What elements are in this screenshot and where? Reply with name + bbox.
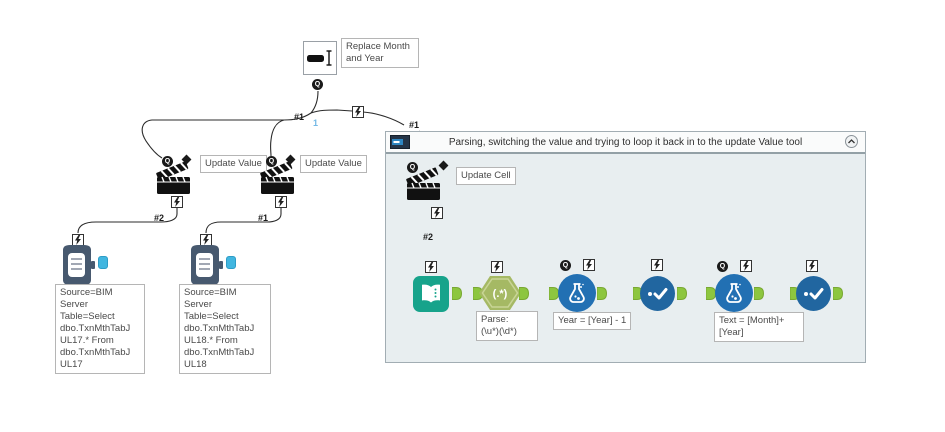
lightning-icon (203, 235, 209, 245)
lightning-icon (494, 262, 500, 272)
text-box-icon (307, 50, 332, 66)
action-output-lightning-anchor[interactable] (171, 196, 183, 208)
formula-tool-year[interactable] (558, 274, 596, 312)
input-data-tool-ul17[interactable] (58, 244, 96, 286)
clapperboard-icon (156, 161, 190, 194)
action-output-lightning-anchor[interactable] (431, 207, 443, 219)
question-anchor[interactable]: Q (560, 260, 571, 271)
collapse-container-button[interactable] (845, 135, 858, 148)
lightning-icon (434, 208, 440, 218)
formula-tool-text[interactable] (715, 274, 753, 312)
formula-year-annotation: Year = [Year] - 1 (553, 312, 632, 330)
text-input-tool[interactable] (413, 276, 449, 312)
lightning-icon (654, 260, 660, 270)
select-tool-1[interactable] (640, 276, 675, 311)
wire-label-update-cell-out: #2 (423, 232, 434, 242)
update-cell-label: Update Cell (456, 167, 516, 185)
checkmark-icon (803, 287, 823, 299)
update-cell-tool[interactable] (404, 166, 446, 202)
clapperboard-icon (260, 161, 294, 194)
wire-label-uv2-out: #1 (258, 213, 269, 223)
regex-hexagon-icon: (.*) (479, 276, 521, 310)
text-box-annotation: Replace Month and Year (341, 38, 419, 68)
update-value-2-label: Update Value (300, 155, 367, 173)
action-input-lightning-anchor[interactable] (740, 260, 752, 272)
open-book-icon (422, 284, 440, 303)
question-anchor[interactable]: Q (312, 79, 323, 90)
regex-annotation: Parse: (\u*)(\d*) (476, 311, 538, 341)
output-anchor[interactable] (677, 287, 687, 300)
input-data-icon (191, 245, 223, 285)
update-value-1-label: Update Value (200, 155, 267, 173)
question-anchor[interactable]: Q (266, 156, 277, 167)
text-box-tool[interactable] (303, 41, 337, 75)
action-wire-lightning-anchor[interactable] (352, 106, 364, 118)
lightning-icon (743, 261, 749, 271)
regex-tool[interactable]: (.*) (478, 275, 522, 311)
action-output-lightning-anchor[interactable] (275, 196, 287, 208)
question-anchor[interactable]: Q (407, 162, 418, 173)
update-value-1-tool[interactable] (154, 160, 196, 196)
input-data-tool-ul18[interactable] (186, 244, 224, 286)
update-value-2-tool[interactable] (258, 160, 300, 196)
wire-label-container-input: #1 (409, 120, 420, 130)
wire-label-junction-blue: 1 (313, 118, 319, 128)
output-anchor[interactable] (597, 287, 607, 300)
action-input-lightning-anchor[interactable] (491, 261, 503, 273)
tool-container-header[interactable]: Parsing, switching the value and trying … (386, 132, 865, 154)
output-anchor[interactable] (226, 256, 236, 269)
question-anchor[interactable]: Q (717, 261, 728, 272)
lightning-icon (278, 197, 284, 207)
wire-label-uv1-out: #2 (154, 213, 165, 223)
select-tool-2[interactable] (796, 276, 831, 311)
lightning-icon (586, 260, 592, 270)
regex-icon-text: (.*) (493, 288, 508, 300)
action-input-lightning-anchor[interactable] (651, 259, 663, 271)
output-anchor[interactable] (98, 256, 108, 269)
output-anchor[interactable] (519, 287, 529, 300)
flask-icon (726, 283, 742, 303)
input-ul18-annotation: Source=BIM Server Table=Select dbo.TxnMt… (179, 284, 271, 374)
action-input-lightning-anchor[interactable] (806, 260, 818, 272)
action-input-lightning-anchor[interactable] (583, 259, 595, 271)
checkmark-icon (647, 287, 667, 299)
container-icon (390, 135, 410, 149)
output-anchor[interactable] (452, 287, 462, 300)
container-title: Parsing, switching the value and trying … (448, 136, 803, 148)
action-input-lightning-anchor[interactable] (425, 261, 437, 273)
wire-label-junction: #1 (294, 112, 305, 122)
input-ul17-annotation: Source=BIM Server Table=Select dbo.TxnMt… (55, 284, 145, 374)
clapperboard-icon (406, 167, 440, 200)
input-data-icon (63, 245, 95, 285)
output-anchor[interactable] (754, 287, 764, 300)
chevron-up-icon (848, 139, 855, 144)
lightning-icon (75, 235, 81, 245)
lightning-icon (809, 261, 815, 271)
lightning-icon (355, 107, 361, 117)
lightning-icon (174, 197, 180, 207)
lightning-icon (428, 262, 434, 272)
question-anchor[interactable]: Q (162, 156, 173, 167)
formula-text-annotation: Text = [Month]+ [Year] (714, 312, 804, 342)
flask-icon (569, 283, 585, 303)
output-anchor[interactable] (833, 287, 843, 300)
